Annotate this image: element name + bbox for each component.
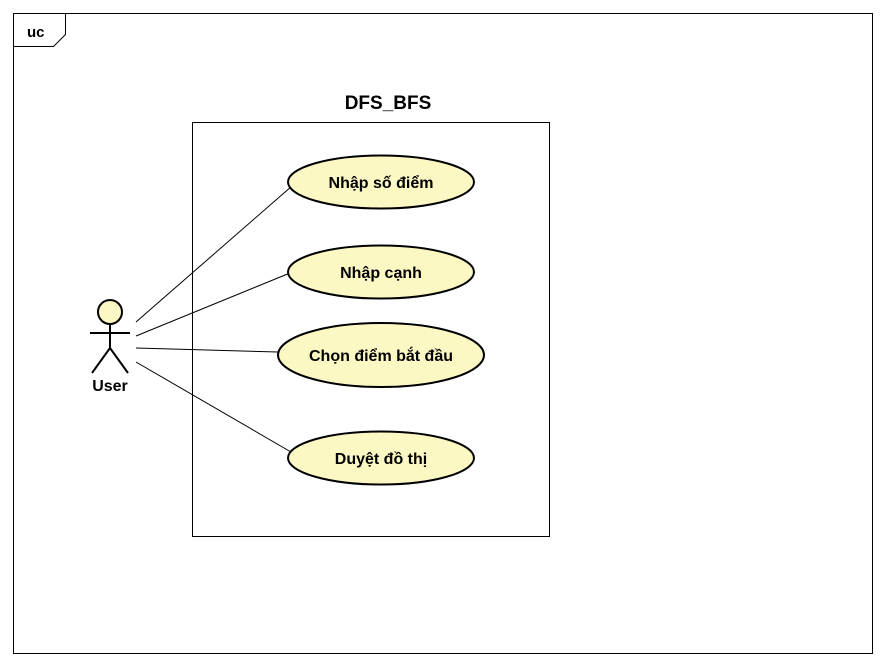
use-case-ellipse (287, 430, 475, 486)
actor-left-leg (91, 347, 111, 374)
association-nhap-canh (135, 272, 291, 337)
use-case-label: Nhập cạnh (340, 265, 422, 282)
use-case-label: Nhập số điểm (329, 174, 434, 192)
association-duyet-do-thi (135, 361, 292, 453)
diagram-frame (13, 13, 873, 654)
use-case-label: Duyệt đồ thị (335, 451, 427, 468)
actor-right-leg (109, 347, 129, 374)
use-case-duyet-do-thi[interactable]: Duyệt đồ thị (287, 430, 475, 486)
use-case-nhap-canh[interactable]: Nhập cạnh (287, 244, 475, 300)
use-case-chon-diem-bat-dau[interactable]: Chọn điểm bắt đầu (277, 322, 485, 388)
use-case-ellipse (277, 322, 485, 388)
actor-user[interactable] (90, 299, 130, 374)
frame-tag-box (13, 13, 66, 47)
use-case-label: Chọn điểm bắt đầu (309, 346, 453, 365)
actor-name: User (92, 378, 128, 395)
associations (135, 185, 293, 453)
actor-head (97, 299, 123, 325)
use-case-ellipse (287, 154, 475, 210)
system-boundary (192, 122, 550, 537)
association-chon-diem-bat-dau (135, 347, 279, 353)
use-case-nhap-so-diem[interactable]: Nhập số điểm (287, 154, 475, 210)
system-name: DFS_BFS (345, 93, 432, 114)
association-nhap-so-diem (135, 185, 293, 323)
use-case-ellipse (287, 244, 475, 300)
frame-tag: uc (27, 24, 45, 41)
